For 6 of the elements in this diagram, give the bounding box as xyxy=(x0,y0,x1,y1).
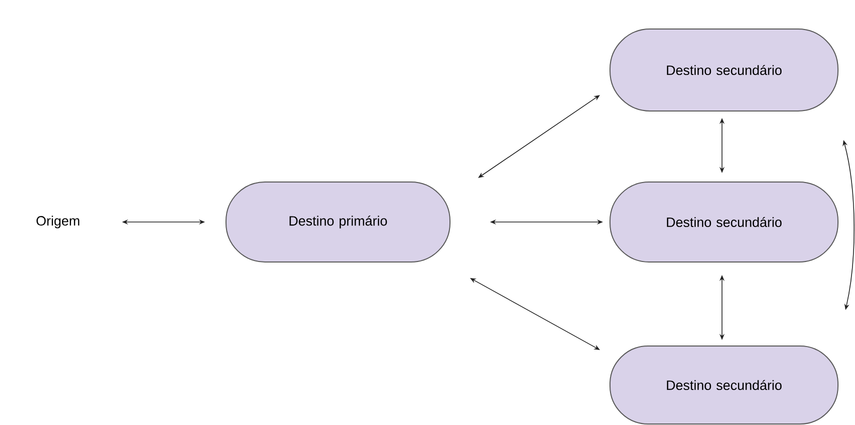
arrow xyxy=(478,95,600,178)
rounded-box: Destino secundário xyxy=(610,182,838,262)
rounded-box: Destino secundário xyxy=(610,28,838,112)
text-label: Origem xyxy=(36,216,80,228)
rounded-box: Destino primário xyxy=(226,182,450,262)
rounded-box: Destino secundário xyxy=(610,346,838,424)
